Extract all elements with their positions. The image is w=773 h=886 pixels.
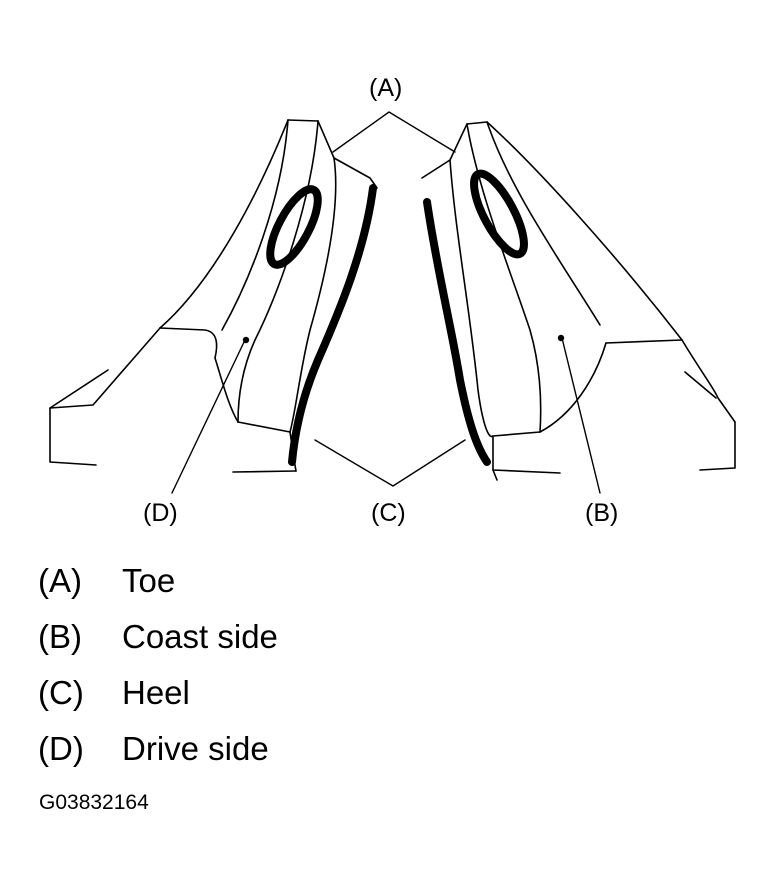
legend-text: Heel — [122, 674, 190, 711]
coast-side-marker — [557, 334, 565, 342]
callout-d: (D) — [143, 499, 178, 527]
gear-teeth-illustration — [49, 111, 736, 494]
legend-key: (B) — [38, 618, 82, 655]
callout-c: (C) — [371, 499, 406, 527]
legend-key: (D) — [38, 730, 84, 767]
legend-text: Coast side — [122, 618, 278, 655]
callout-b: (B) — [585, 499, 619, 527]
callout-a: (A) — [369, 74, 403, 102]
figure-id: G03832164 — [39, 791, 149, 814]
right-gear-tooth — [421, 121, 736, 481]
heel-contact-pattern-right — [423, 198, 491, 466]
legend-key: (A) — [38, 562, 82, 599]
heel-contact-pattern-left — [288, 184, 377, 466]
legend-key: (C) — [38, 674, 84, 711]
legend-text: Toe — [122, 562, 176, 599]
left-gear-tooth — [49, 119, 378, 473]
leader-lines — [171, 111, 601, 494]
toe-contact-pattern-left — [266, 185, 322, 269]
gear-tooth-contact-diagram: (A) (D) (C) (B) — [49, 74, 736, 527]
toe-contact-pattern-right — [470, 169, 528, 259]
drive-side-marker — [242, 336, 250, 344]
legend-text: Drive side — [122, 730, 269, 767]
